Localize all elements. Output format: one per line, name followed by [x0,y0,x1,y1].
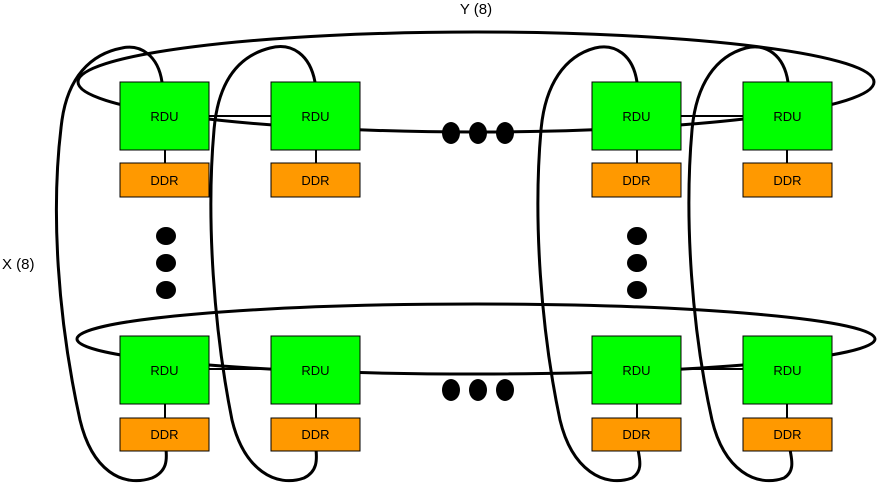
y-dimension-label: Y (8) [460,1,492,18]
node-top-1: RDU DDR [119,81,210,198]
ddr-label: DDR [622,427,650,442]
ddr-label: DDR [622,173,650,188]
rdu-box [742,81,833,151]
y-ring-column-3 [536,45,642,483]
ddr-box [742,162,833,198]
rdu-label: RDU [622,109,650,124]
ddr-box [742,417,833,452]
ellipsis-dots-bottom-row [442,379,514,401]
node-top-2: RDU DDR [270,81,361,198]
ddr-label: DDR [301,427,329,442]
ddr-label: DDR [773,427,801,442]
node-bottom-4: RDU DDR [742,335,833,452]
ddr-label: DDR [150,173,178,188]
ddr-label: DDR [301,173,329,188]
y-ring-loops [54,45,794,483]
connectors [164,115,788,418]
ellipsis-dots-right-column [627,227,647,299]
ddr-label: DDR [773,173,801,188]
x-dimension-label: X (8) [2,256,35,273]
ddr-box [270,417,361,452]
node-bottom-2: RDU DDR [270,335,361,452]
rdu-label: RDU [622,363,650,378]
ddr-box [119,162,210,198]
y-ring-column-2 [209,45,318,483]
rdu-box [742,335,833,405]
node-top-4: RDU DDR [742,81,833,198]
ellipsis-dots-left-column [156,227,176,299]
rdu-label: RDU [301,109,329,124]
rdu-label: RDU [773,109,801,124]
y-ring-column-4 [687,45,794,483]
rdu-box [591,335,682,405]
rdu-box [591,81,682,151]
ddr-box [591,162,682,198]
ddr-label: DDR [150,427,178,442]
rdu-label: RDU [150,363,178,378]
rdu-label: RDU [301,363,329,378]
x-ring-bottom-row [75,302,877,376]
rdu-box [270,335,361,405]
rdu-label: RDU [150,109,178,124]
rdu-box [270,81,361,151]
node-top-3: RDU DDR [591,81,682,198]
ddr-box [119,417,210,452]
rdu-label: RDU [773,363,801,378]
node-bottom-1: RDU DDR [119,335,210,452]
ddr-box [591,417,682,452]
rdu-box [119,335,210,405]
ellipsis-dots-top-row [442,122,514,144]
rdu-box [119,81,210,151]
ddr-box [270,162,361,198]
node-bottom-3: RDU DDR [591,335,682,452]
y-ring-column-1 [54,45,168,483]
